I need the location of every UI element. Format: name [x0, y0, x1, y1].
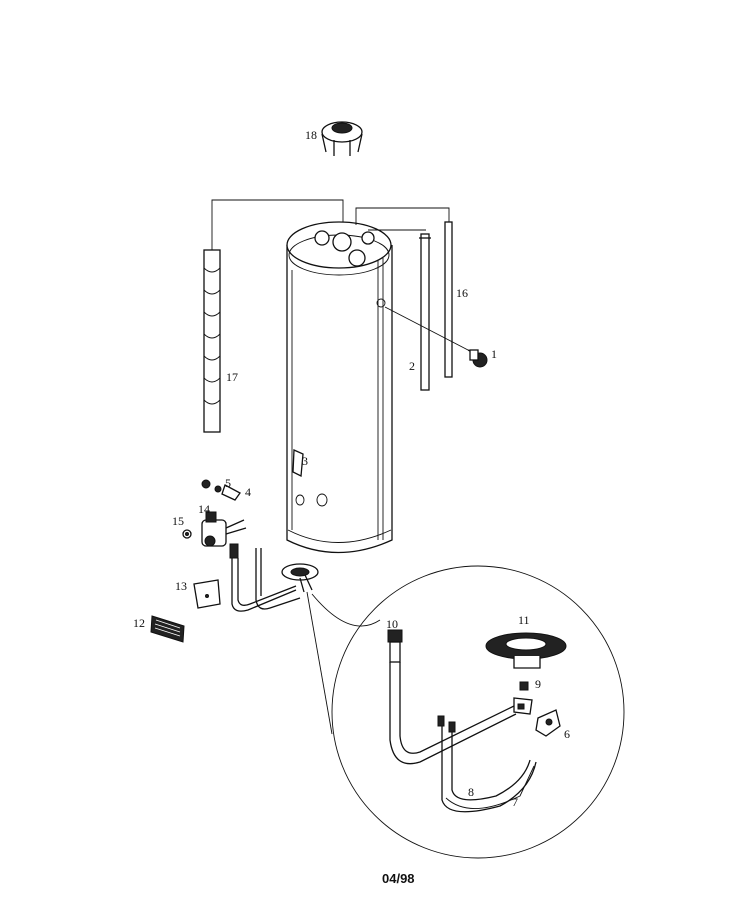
part-18-top-cap[interactable] — [321, 121, 363, 156]
label-5: 5 — [225, 476, 231, 490]
label-9: 9 — [535, 677, 541, 691]
part-13-inner-door[interactable] — [193, 579, 221, 609]
part-7-8-pilot-tubes[interactable] — [437, 715, 537, 813]
magnify-callout-lines — [306, 591, 381, 735]
label-10: 10 — [386, 617, 398, 631]
label-14: 14 — [198, 502, 210, 516]
part-11-burner[interactable] — [485, 632, 567, 669]
label-12: 12 — [133, 616, 145, 630]
part-2-dip-tube[interactable] — [368, 229, 431, 391]
part-14-gas-control[interactable] — [201, 511, 247, 547]
part-9-screw[interactable] — [513, 681, 533, 715]
part-15-knob[interactable] — [182, 529, 192, 539]
label-13: 13 — [175, 579, 187, 593]
part-4-5-fittings[interactable] — [201, 479, 241, 501]
label-2: 2 — [409, 359, 415, 373]
part-16-relief-tube[interactable] — [355, 207, 453, 378]
part-12-outer-door-grille[interactable] — [150, 615, 185, 643]
burner-tubing[interactable] — [229, 543, 319, 612]
part-6-bracket[interactable] — [535, 709, 561, 737]
label-16: 16 — [456, 286, 468, 300]
label-8: 8 — [468, 785, 474, 799]
label-3: 3 — [302, 454, 308, 468]
label-18: 18 — [305, 128, 317, 142]
tank-body — [286, 221, 393, 554]
label-11: 11 — [518, 613, 530, 627]
label-15: 15 — [172, 514, 184, 528]
part-17-anode-rod[interactable] — [203, 199, 344, 433]
part-3-label-bracket[interactable] — [292, 449, 304, 478]
label-6: 6 — [564, 727, 570, 741]
detail-view-circle — [331, 565, 625, 859]
date-code: 04/98 — [382, 871, 415, 886]
label-4: 4 — [245, 485, 251, 499]
label-1: 1 — [491, 347, 497, 361]
part-1-relief-valve[interactable] — [376, 298, 488, 368]
label-17: 17 — [226, 370, 238, 384]
part-10-manifold-tube[interactable] — [387, 629, 517, 765]
label-7: 7 — [512, 795, 518, 809]
